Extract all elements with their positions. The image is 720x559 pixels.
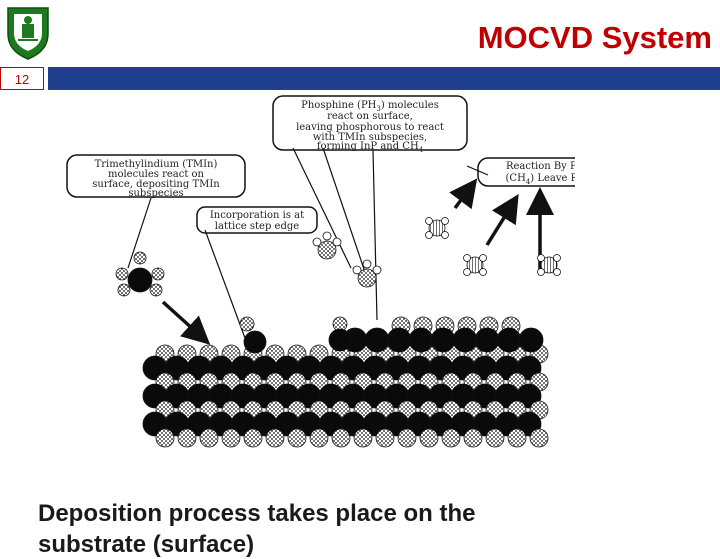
indium-atom: [364, 327, 390, 353]
hydrogen-atom: [322, 231, 332, 241]
svg-text:Incorporation is at: Incorporation is at: [210, 210, 304, 221]
indium-atom: [496, 327, 522, 353]
methyl-group: [117, 283, 131, 297]
indium-atom: [474, 327, 500, 353]
svg-text:react on surface,: react on surface,: [327, 111, 413, 122]
phosphine-label-box: Phosphine (PH3) molecules react on surfa…: [272, 95, 468, 154]
phosphorus-atom: [353, 428, 373, 448]
byproduct-label-box: Reaction By Product (CH4) Leave Reactor: [477, 157, 575, 187]
carbon-atom: [466, 256, 484, 274]
page-number: 12: [0, 67, 44, 90]
hydrogen-atom: [441, 217, 449, 225]
tmin-label-box: Trimethylindium (TMIn) molecules react o…: [66, 154, 246, 199]
methyl-group: [133, 251, 147, 265]
incorporation-label-box: Incorporation is at lattice step edge: [196, 206, 318, 234]
phosphorus-atom: [199, 428, 219, 448]
phosphorus-atom: [463, 428, 483, 448]
svg-text:molecules react on: molecules react on: [108, 169, 205, 180]
phosphorus-atom: [397, 428, 417, 448]
hydrogen-atom: [537, 254, 545, 262]
phosphorus-atom: [419, 428, 439, 448]
phosphorus-atom: [331, 428, 351, 448]
hydrogen-atom: [537, 268, 545, 276]
methyl-group: [151, 267, 165, 281]
hydrogen-atom: [352, 265, 362, 275]
indium-atom: [430, 327, 456, 353]
hydrogen-atom: [479, 268, 487, 276]
phosphorus-atom: [287, 428, 307, 448]
hydrogen-atom: [463, 254, 471, 262]
methyl-group: [149, 283, 163, 297]
phosphorus-atom: [529, 428, 549, 448]
svg-text:leaving phosphorous to react: leaving phosphorous to react: [296, 122, 444, 133]
hydrogen-atom: [362, 259, 372, 269]
hydrogen-atom: [332, 237, 342, 247]
svg-text:Trimethylindium (TMIn): Trimethylindium (TMIn): [95, 159, 218, 170]
svg-text:forming InP and CH4: forming InP and CH4: [317, 141, 424, 154]
phosphorus-atom: [375, 428, 395, 448]
indium-atom: [452, 327, 478, 353]
hydrogen-atom: [479, 254, 487, 262]
svg-text:with TMIn subspecies,: with TMIn subspecies,: [313, 132, 427, 143]
molecules: [115, 217, 561, 354]
mocvd-deposition-diagram: Phosphine (PH3) molecules react on surfa…: [66, 95, 575, 448]
motion-arrows: [161, 178, 554, 345]
phosphorus-atom: [265, 428, 285, 448]
indium-atom: [243, 330, 267, 354]
svg-text:surface, depositing TMIn: surface, depositing TMIn: [92, 179, 220, 190]
pointer-lines: [127, 147, 489, 339]
phosphorus-atom: [317, 240, 337, 260]
indium-atom: [408, 327, 434, 353]
indium-atom: [518, 327, 544, 353]
indium-atom: [127, 267, 153, 293]
university-logo: [7, 7, 49, 60]
phosphorus-atom: [357, 268, 377, 288]
caption-line-1: Deposition process takes place on the: [38, 500, 476, 527]
hydrogen-atom: [441, 231, 449, 239]
slide-title: MOCVD System: [477, 20, 712, 55]
hydrogen-atom: [425, 217, 433, 225]
indium-atom: [328, 328, 352, 352]
hydrogen-atom: [553, 268, 561, 276]
caption-line-2: substrate (surface): [38, 531, 255, 558]
phosphorus-atom: [309, 428, 329, 448]
svg-text:Phosphine (PH3) molecules: Phosphine (PH3) molecules: [301, 100, 439, 113]
hydrogen-atom: [372, 265, 382, 275]
phosphorus-atom: [485, 428, 505, 448]
svg-text:subspecies: subspecies: [128, 188, 183, 199]
hydrogen-atom: [463, 268, 471, 276]
phosphorus-atom: [221, 428, 241, 448]
methyl-group: [115, 267, 129, 281]
indium-atom: [386, 327, 412, 353]
carbon-atom: [428, 219, 446, 237]
svg-text:(CH4) Leave Reactor: (CH4) Leave Reactor: [506, 173, 575, 186]
phosphorus-atom: [243, 428, 263, 448]
phosphorus-atom: [239, 316, 255, 332]
carbon-atom: [540, 256, 558, 274]
phosphorus-atom: [441, 428, 461, 448]
hydrogen-atom: [312, 237, 322, 247]
phosphorus-atom: [155, 428, 175, 448]
hydrogen-atom: [425, 231, 433, 239]
svg-text:lattice step edge: lattice step edge: [215, 221, 299, 232]
svg-text:Reaction By Product: Reaction By Product: [506, 161, 575, 172]
hydrogen-atom: [553, 254, 561, 262]
phosphorus-atom: [177, 428, 197, 448]
header-bar: [48, 67, 720, 90]
phosphorus-atom: [507, 428, 527, 448]
